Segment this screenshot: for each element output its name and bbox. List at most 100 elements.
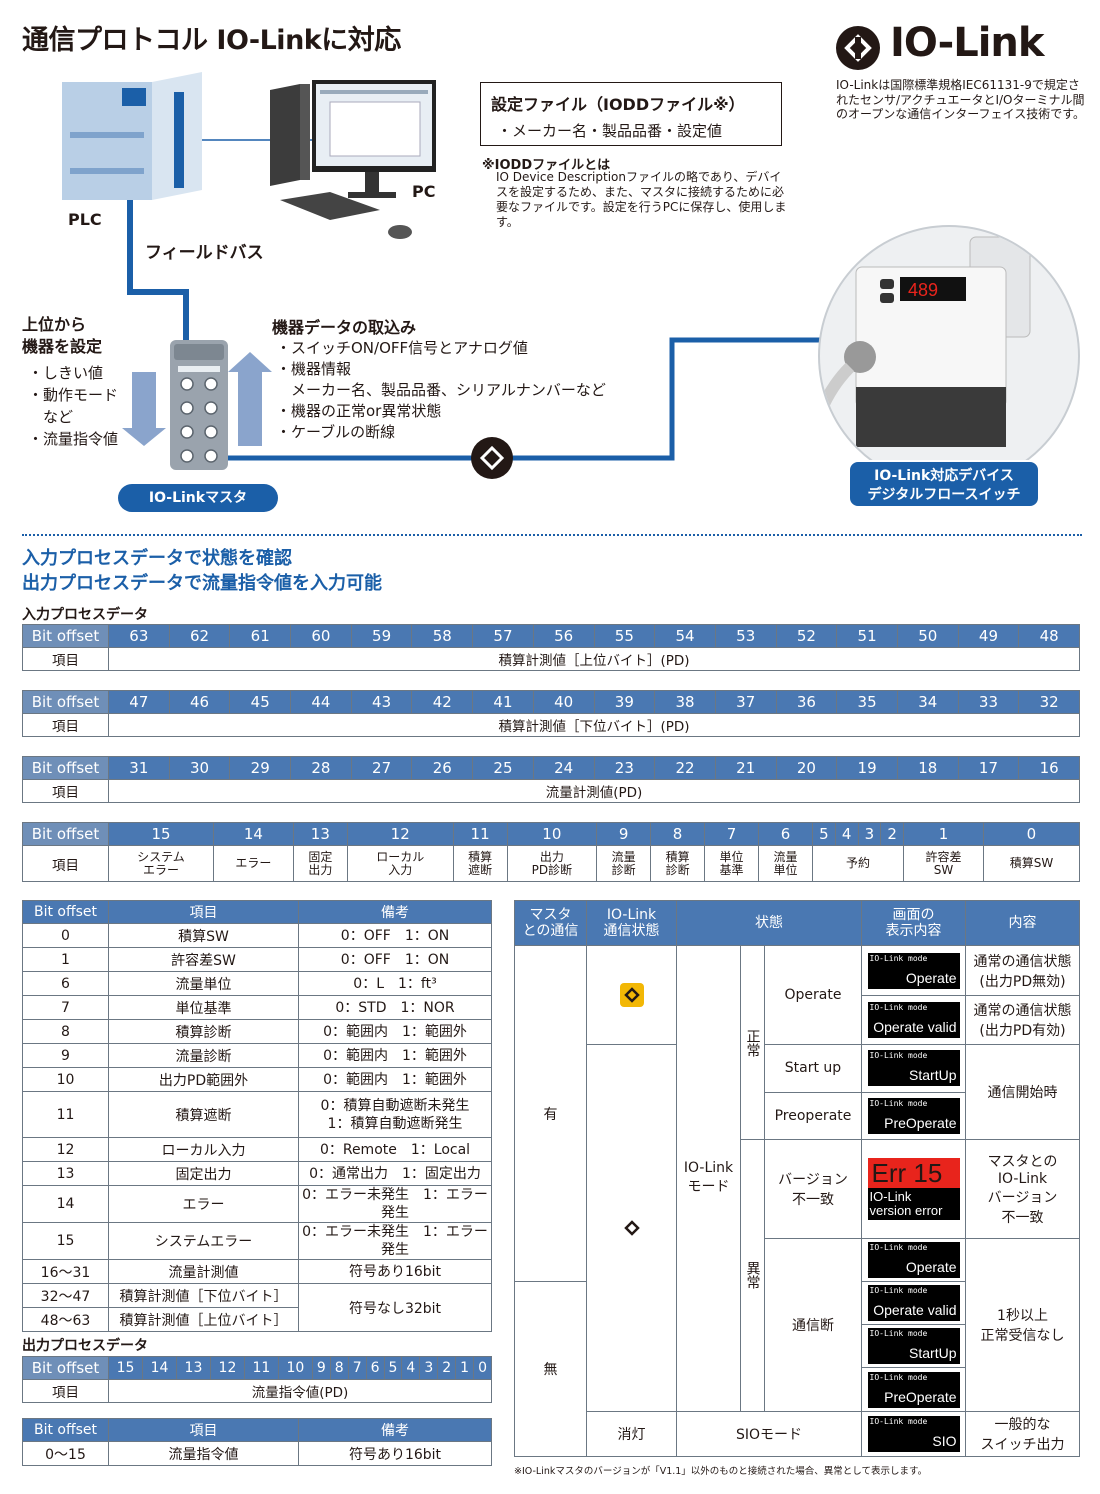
bit-number: 31 (108, 756, 170, 780)
network-lines (122, 139, 828, 479)
list-item: など (28, 408, 74, 426)
bit-number: 7 (704, 822, 760, 846)
detail-note: 0：範囲内 1：範囲外 (298, 1067, 492, 1092)
bit-number: 61 (229, 624, 292, 648)
bit-number: 14 (212, 822, 294, 846)
detail-item: 単位基準 (108, 995, 299, 1020)
detail-item: 出力PD範囲外 (108, 1067, 299, 1092)
bit-number: 16 (1018, 756, 1080, 780)
detail-note: 0：エラー未発生 1：エラー発生 (298, 1185, 492, 1223)
fieldbus-label: フィールドバス (145, 243, 264, 263)
bit-number: 39 (593, 690, 656, 714)
content-start: 通信開始時 (965, 1044, 1080, 1140)
bit-number: 12 (209, 1356, 245, 1380)
list-item: メーカー名、製品品番、シリアルナンバーなど (276, 381, 606, 399)
status-off-cell (586, 1044, 677, 1412)
bit-number: 12 (346, 822, 454, 846)
lcd-mode-text: IO-Link mode (869, 1416, 928, 1426)
bit-number: 43 (350, 690, 413, 714)
bit-item: システム エラー (108, 845, 214, 882)
bit-number: 11 (452, 822, 508, 846)
bit-number: 40 (532, 690, 595, 714)
detail-bit: 8 (22, 1019, 109, 1044)
detail-cell: 流量指令値 (108, 1441, 299, 1466)
bit-number: 8 (650, 822, 706, 846)
footnote: ※IO-Linkマスタのバージョンが「V1.1」以外のものと接続された場合、異常… (514, 1466, 928, 1477)
io-link-line (228, 337, 828, 461)
lcd-mode-text: IO-Link mode (869, 1098, 928, 1108)
bit-item: 流量 診断 (596, 845, 652, 882)
bit-number: 3 (857, 822, 882, 846)
bit-number: 15 (108, 1356, 143, 1380)
lcd-mode-text: IO-Link mode (869, 1051, 928, 1061)
lcd-mode-text: IO-Link mode (869, 1242, 928, 1252)
detail-note: 0：L 1：ft³ (298, 971, 492, 996)
io-link-master-label: IO-Linkマスタ (118, 484, 278, 512)
bit-number: 53 (714, 624, 777, 648)
bit-number: 29 (229, 756, 292, 780)
bit-number: 11 (243, 1356, 279, 1380)
bit-item: エラー (212, 845, 294, 882)
bit-number: 6 (365, 1356, 385, 1380)
bit-number: 57 (472, 624, 534, 648)
iodd-title: 設定ファイル（IODDファイル※） (491, 95, 745, 114)
lcd-value: Operate valid (873, 1302, 957, 1319)
lcd-value: PreOperate (884, 1114, 957, 1131)
detail-bit: 9 (22, 1043, 109, 1068)
bit-number: 24 (532, 756, 595, 780)
bit-number: 37 (714, 690, 777, 714)
bit-number: 3 (419, 1356, 439, 1380)
bit-number: 18 (896, 756, 959, 780)
bit-number: 8 (329, 1356, 349, 1380)
plc-label: PLC (68, 210, 102, 229)
bit-item: 積算 診断 (650, 845, 706, 882)
detail-item: 積算計測値［上位バイト］ (108, 1307, 299, 1332)
bit-number: 0 (982, 822, 1081, 846)
data-acquire-title: 機器データの取込み (272, 318, 417, 337)
detail-note: 0：エラー未発生 1：エラー発生 (298, 1222, 492, 1260)
bit-number: 36 (775, 690, 838, 714)
comm-yes: 有 (514, 945, 587, 1282)
detail-bit: 14 (22, 1185, 109, 1223)
bit-number: 33 (957, 690, 1020, 714)
list-item: ・流量指令値 (28, 430, 119, 448)
bit-number: 42 (411, 690, 474, 714)
bit-offset-header: Bit offset (22, 624, 109, 648)
bit-item: 積算計測値［下位バイト］(PD) (108, 713, 1080, 737)
bit-number: 9 (596, 822, 652, 846)
header-content: 内容 (965, 899, 1080, 947)
plc-illustration (62, 72, 202, 200)
upper-settings-list: ・しきい値 ・動作モード など ・流量指令値 (28, 362, 118, 450)
pc-label: PC (412, 182, 436, 201)
bit-number: 51 (836, 624, 898, 648)
lcd-mode-text: IO-Link mode (869, 1002, 928, 1012)
bit-number: 62 (168, 624, 231, 648)
bit-number: 25 (472, 756, 534, 780)
list-item: ・機器情報 (276, 360, 352, 378)
detail-item: 積算SW (108, 923, 299, 948)
detail-item: 固定出力 (108, 1161, 299, 1186)
detail-note: 0：範囲内 1：範囲外 (298, 1019, 492, 1044)
status-on-cell (586, 945, 677, 1046)
state-sio: SIOモード (676, 1410, 862, 1458)
flow-switch-illustration: 489 (818, 225, 1080, 487)
state-version-mismatch: バージョン 不一致 (764, 1138, 862, 1239)
content-operate1: 通常の通信状態 (出力PD無効) (965, 945, 1080, 996)
bit-number: 30 (168, 756, 231, 780)
fieldbus-line (127, 200, 189, 345)
bit-number: 1 (455, 1356, 475, 1380)
